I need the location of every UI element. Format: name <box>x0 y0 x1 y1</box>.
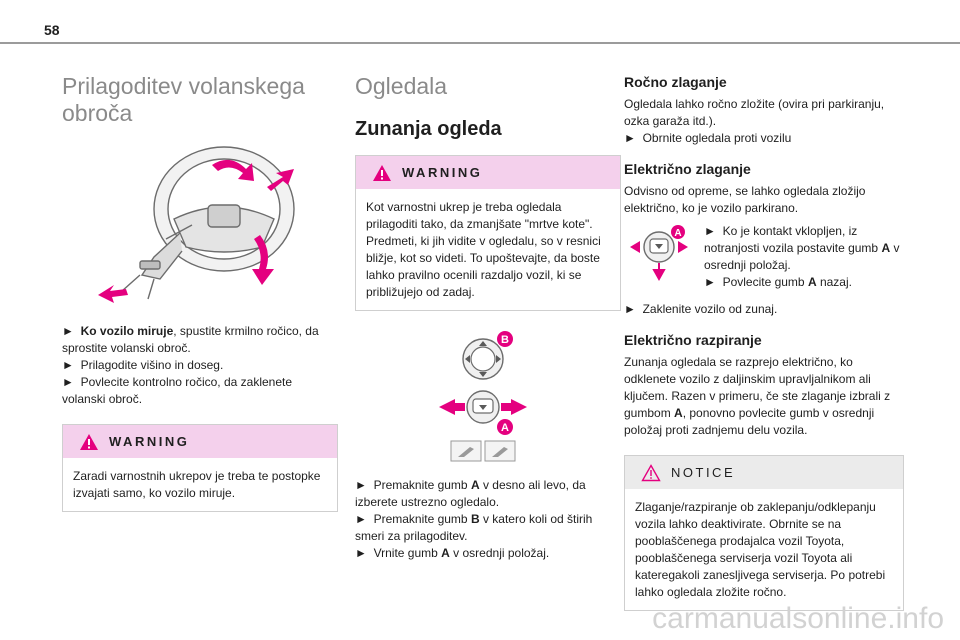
top-rule <box>0 42 960 44</box>
badge-a: A <box>497 419 513 435</box>
page-number: 58 <box>44 22 60 38</box>
steering-step-3: ► Povlecite kontrolno ročico, da zaklene… <box>62 375 293 406</box>
mirror-step-2: ► Premaknite gumb B v katero koli od šti… <box>355 512 593 543</box>
mirrors-warning: WARNING Kot varnostni ukrep je treba ogl… <box>355 155 621 311</box>
electric-folding-heading: Električno zlaganje <box>624 161 751 177</box>
electric-folding-row: A ► Ko je kontakt vklopljen, iz notranjo… <box>624 223 904 291</box>
watermark: carmanualsonline.info <box>652 602 944 635</box>
electric-step-3: ► Zaklenite vozilo od zunaj. <box>624 302 778 316</box>
folding-notice: NOTICE Zlaganje/razpiranje ob zaklepanju… <box>624 455 904 611</box>
steering-step-1: ► Ko vozilo miruje, spustite krmilno roč… <box>62 324 319 355</box>
selector-a <box>439 390 527 424</box>
mirror-position-icons <box>450 440 516 462</box>
manual-folding-heading: Ročno zlaganje <box>624 74 727 90</box>
warning-label: WARNING <box>109 434 190 449</box>
electric-unfolding-heading: Električno razpiranje <box>624 332 762 348</box>
steering-step-2: ► Prilagodite višino in doseg. <box>62 358 224 372</box>
svg-text:A: A <box>674 228 681 239</box>
electric-step-1: ► Ko je kontakt vklopljen, iz notranjost… <box>704 224 900 272</box>
folding-section: Ročno zlaganje Ogledala lahko ročno zlož… <box>624 60 904 611</box>
svg-text:A: A <box>501 422 509 434</box>
warning-label: WARNING <box>402 165 483 180</box>
badge-b: B <box>497 331 513 347</box>
mirrors-section: Ogledala Zunanja ogleda WARNING Kot varn… <box>355 60 621 562</box>
notice-label: NOTICE <box>671 465 736 480</box>
mirror-adjust-steps: ► Premaknite gumb A v desno ali levo, da… <box>355 477 621 562</box>
notice-icon <box>641 463 661 481</box>
steering-steps: ► Ko vozilo miruje, spustite krmilno roč… <box>62 323 338 408</box>
warning-text: Kot varnostni ukrep je treba ogledala pr… <box>366 200 601 299</box>
joystick-b <box>462 338 504 380</box>
steering-wheel-illustration <box>98 146 295 303</box>
manual-folding-text: Ogledala lahko ročno zložite (ovira pri … <box>624 97 885 128</box>
fold-button-illustration: A <box>630 225 688 282</box>
electric-folding-steps: ► Ko je kontakt vklopljen, iz notranjost… <box>704 223 904 291</box>
manual-folding-step: ► Obrnite ogledala proti vozilu <box>624 131 792 145</box>
svg-text:B: B <box>501 334 509 346</box>
electric-unfolding-text: Zunanja ogledala se razprejo električno,… <box>624 355 891 437</box>
notice-header: NOTICE <box>625 456 903 489</box>
warning-icon <box>80 433 98 450</box>
mirrors-title: Ogledala <box>355 73 448 99</box>
warning-header: WARNING <box>63 425 337 458</box>
notice-text: Zlaganje/razpiranje ob zaklepanju/odklep… <box>635 500 886 599</box>
mirror-control-illustration: B A <box>439 331 527 462</box>
warning-text: Zaradi varnostnih ukrepov je treba te po… <box>73 469 321 500</box>
electric-folding-text: Odvisno od opreme, se lahko ogledala zlo… <box>624 184 866 215</box>
steering-warning: WARNING Zaradi varnostnih ukrepov je tre… <box>62 424 338 512</box>
warning-header: WARNING <box>356 156 620 189</box>
mirror-step-1: ► Premaknite gumb A v desno ali levo, da… <box>355 478 586 509</box>
mirror-step-3: ► Vrnite gumb A v osrednji položaj. <box>355 546 550 560</box>
exterior-mirrors-subtitle: Zunanja ogleda <box>355 118 502 140</box>
electric-step-2: ► Povlecite gumb A nazaj. <box>704 275 852 289</box>
warning-icon <box>373 164 391 181</box>
